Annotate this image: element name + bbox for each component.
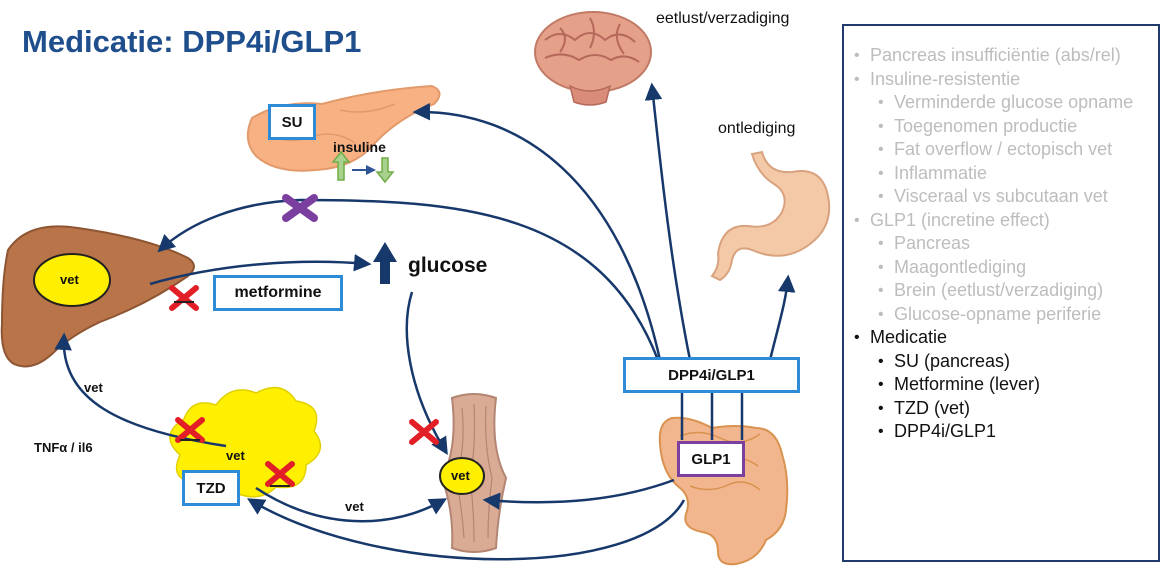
info-list-item: Maagontlediging	[844, 256, 1158, 280]
info-list-item: Brein (eetlust/verzadiging)	[844, 279, 1158, 303]
arrow-dpp4i-to-stomach	[768, 274, 796, 361]
eetlust-label: eetlust/verzadiging	[656, 10, 790, 27]
vet-arrow-left-label: vet	[84, 380, 103, 395]
arrow-fat-to-muscle	[255, 486, 448, 523]
metformine-box: metformine	[213, 275, 343, 311]
info-list-item: Fat overflow / ectopisch vet	[844, 138, 1158, 162]
su-box: SU	[268, 104, 316, 140]
liver-vet-ellipse	[33, 253, 111, 307]
intestine-icon	[658, 416, 789, 566]
down-arrow-icon	[375, 157, 395, 184]
glp1-box: GLP1	[677, 441, 745, 477]
info-list-item: Toegenomen productie	[844, 115, 1158, 139]
muscle-vet-label: vet	[451, 468, 470, 483]
info-list: Pancreas insufficiëntie (abs/rel)Insulin…	[844, 26, 1158, 444]
ontlediging-label: ontlediging	[718, 120, 796, 137]
info-list-item: SU (pancreas)	[844, 350, 1158, 374]
info-list-item: Visceraal vs subcutaan vet	[844, 185, 1158, 209]
up-arrow-icon	[331, 150, 351, 181]
arrow-to-liver	[157, 198, 660, 361]
info-list-item: Metformine (lever)	[844, 373, 1158, 397]
fat-vet-label: vet	[226, 448, 245, 463]
info-list-item: Inflammatie	[844, 162, 1158, 186]
arrow-liver-to-glucose	[149, 254, 372, 286]
muscle-vet-ellipse	[439, 457, 485, 495]
brain-icon	[534, 11, 652, 106]
arrow-dpp4i-to-su	[412, 102, 662, 361]
info-list-item: TZD (vet)	[844, 397, 1158, 421]
page-title: Medicatie: DPP4i/GLP1	[22, 24, 362, 59]
info-list-item: Pancreas insufficiëntie (abs/rel)	[844, 44, 1158, 68]
info-list-item: Pancreas	[844, 232, 1158, 256]
info-list-item: Verminderde glucose opname	[844, 91, 1158, 115]
glucose-label: glucose	[408, 254, 488, 277]
dpp4i-glp1-box: DPP4i/GLP1	[623, 357, 800, 393]
info-list-item: Insuline-resistentie	[844, 68, 1158, 92]
arrow-glp1-to-muscle	[482, 478, 675, 510]
glucose-up-arrow-icon	[373, 242, 397, 284]
info-list-item: GLP1 (incretine effect)	[844, 209, 1158, 233]
info-list-item: Glucose-opname periferie	[844, 303, 1158, 327]
arrow-glp1-to-tzd	[246, 498, 686, 561]
insuline-label: insuline	[333, 139, 386, 155]
arrow-glucose-to-muscle	[405, 291, 448, 455]
stomach-icon	[710, 150, 831, 282]
liver-vet-label: vet	[60, 272, 79, 287]
insuline-change-arrows	[331, 150, 395, 184]
tzd-box: TZD	[182, 470, 240, 506]
info-panel: Pancreas insufficiëntie (abs/rel)Insulin…	[842, 24, 1160, 562]
arrow-dpp4i-to-brain	[644, 82, 692, 361]
vet-arrow-bottom-label: vet	[345, 499, 364, 514]
info-list-item: DPP4i/GLP1	[844, 420, 1158, 444]
tnfa-il6-label: TNFα / il6	[34, 440, 93, 455]
info-list-item: Medicatie	[844, 326, 1158, 350]
cross-icon	[169, 194, 439, 487]
